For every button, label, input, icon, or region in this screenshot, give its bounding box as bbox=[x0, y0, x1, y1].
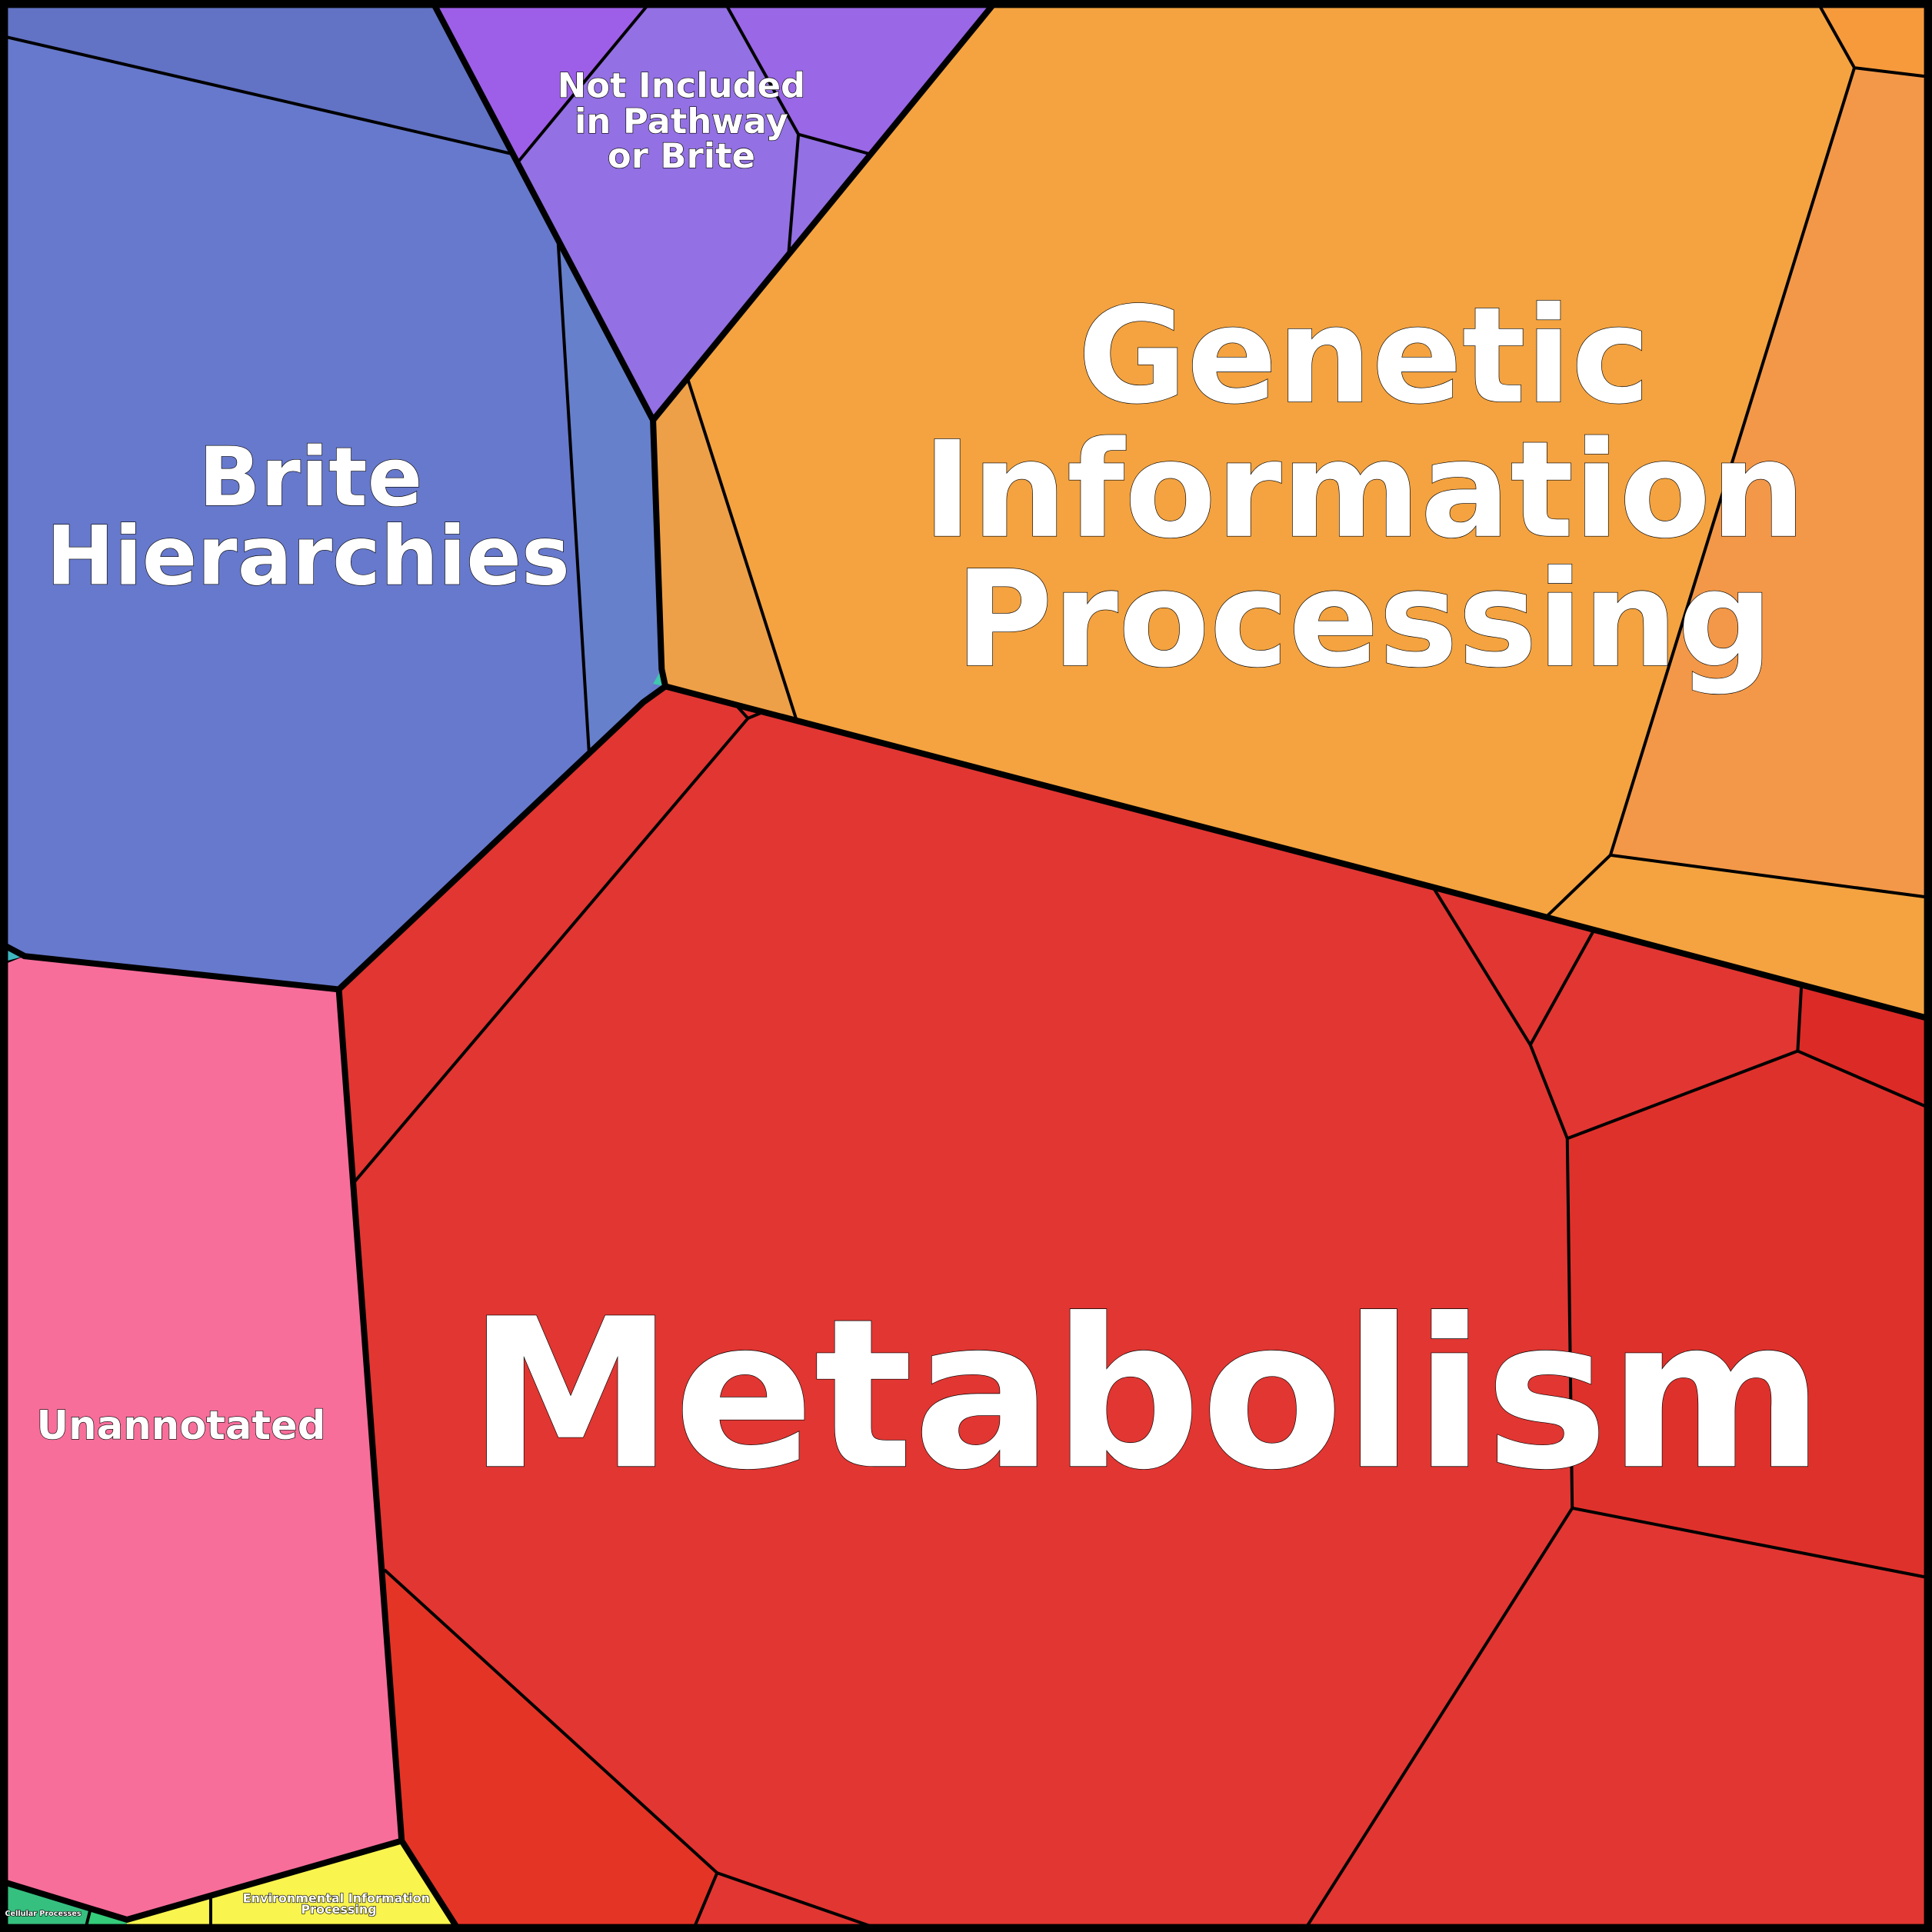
svg-text:Information: Information bbox=[922, 412, 1805, 568]
label-metabolism: Metabolism bbox=[468, 1274, 1824, 1515]
cell-not-included[interactable] bbox=[435, 5, 992, 421]
svg-text:in Pathway: in Pathway bbox=[575, 101, 788, 142]
svg-text:Processing: Processing bbox=[301, 1902, 376, 1917]
label-cellular-processes: Cellular Processes bbox=[5, 1910, 82, 1918]
label-genetic-information-processing: Genetic Information Processing bbox=[922, 278, 1806, 698]
cell-unannotated[interactable] bbox=[6, 956, 402, 1920]
svg-text:Not Included: Not Included bbox=[558, 65, 805, 106]
svg-text:Processing: Processing bbox=[955, 541, 1773, 697]
svg-text:Brite: Brite bbox=[198, 430, 422, 525]
svg-text:Hierarchies: Hierarchies bbox=[46, 508, 570, 603]
cell-metabolism[interactable] bbox=[338, 686, 1927, 1927]
cell-environmental-information-processing[interactable] bbox=[127, 1840, 456, 1926]
svg-text:Genetic: Genetic bbox=[1078, 278, 1650, 433]
cell-brite-hierarchies[interactable] bbox=[5, 6, 666, 990]
label-brite-hierarchies: Brite Hierarchies bbox=[45, 429, 570, 604]
svg-text:Environmental Information: Environmental Information bbox=[243, 1891, 430, 1906]
label-unannotated: Unannotated bbox=[37, 1403, 326, 1449]
label-environmental: Environmental Information Processing bbox=[242, 1890, 431, 1917]
svg-text:or Brite: or Brite bbox=[608, 135, 755, 176]
label-not-included: Not Included in Pathway or Brite bbox=[557, 65, 806, 177]
